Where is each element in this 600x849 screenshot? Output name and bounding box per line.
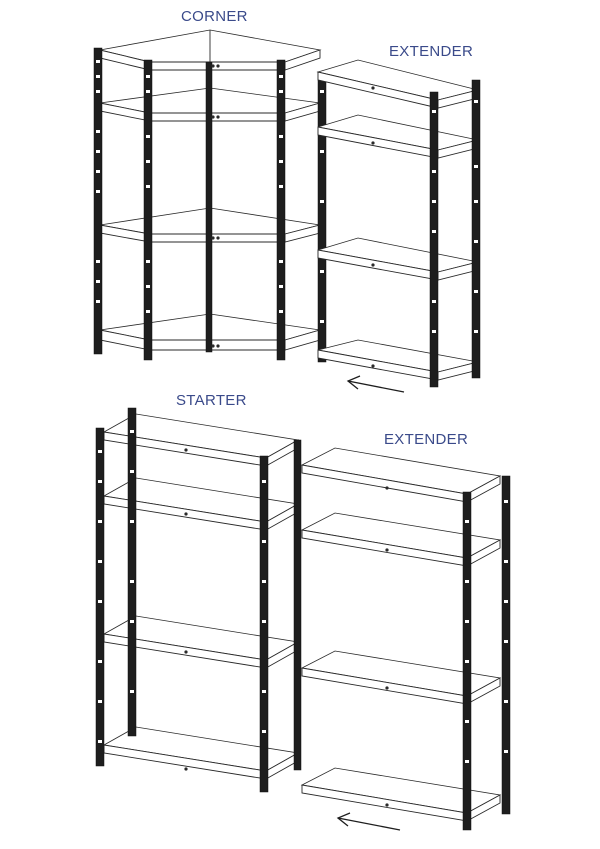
corner-posts	[93, 47, 327, 363]
extender-bottom-bolts	[385, 486, 389, 807]
extender-unit-bottom	[300, 447, 511, 831]
starter-unit	[95, 407, 302, 793]
extender-top-bolts	[371, 86, 375, 368]
extender-top-shelves	[316, 59, 479, 381]
corner-post-slots	[96, 60, 324, 323]
label-corner: CORNER	[181, 8, 248, 25]
extender-unit-top	[316, 59, 481, 388]
extender-top-slots	[432, 100, 478, 333]
arrow-left-icon	[346, 375, 405, 393]
extender-top-posts	[429, 79, 481, 388]
extender-bottom-posts	[462, 475, 511, 831]
label-extender-top: EXTENDER	[389, 43, 474, 60]
extender-bottom-slots	[465, 500, 508, 763]
arrow-left-icon	[336, 812, 401, 831]
corner-bolts	[211, 64, 220, 348]
starter-posts	[95, 407, 302, 793]
label-extender-bottom: EXTENDER	[384, 431, 469, 448]
label-starter: STARTER	[176, 392, 247, 409]
starter-bolts	[184, 448, 188, 771]
corner-unit	[93, 29, 327, 363]
starter-slots	[98, 430, 266, 743]
extender-bottom-shelves	[300, 447, 502, 822]
